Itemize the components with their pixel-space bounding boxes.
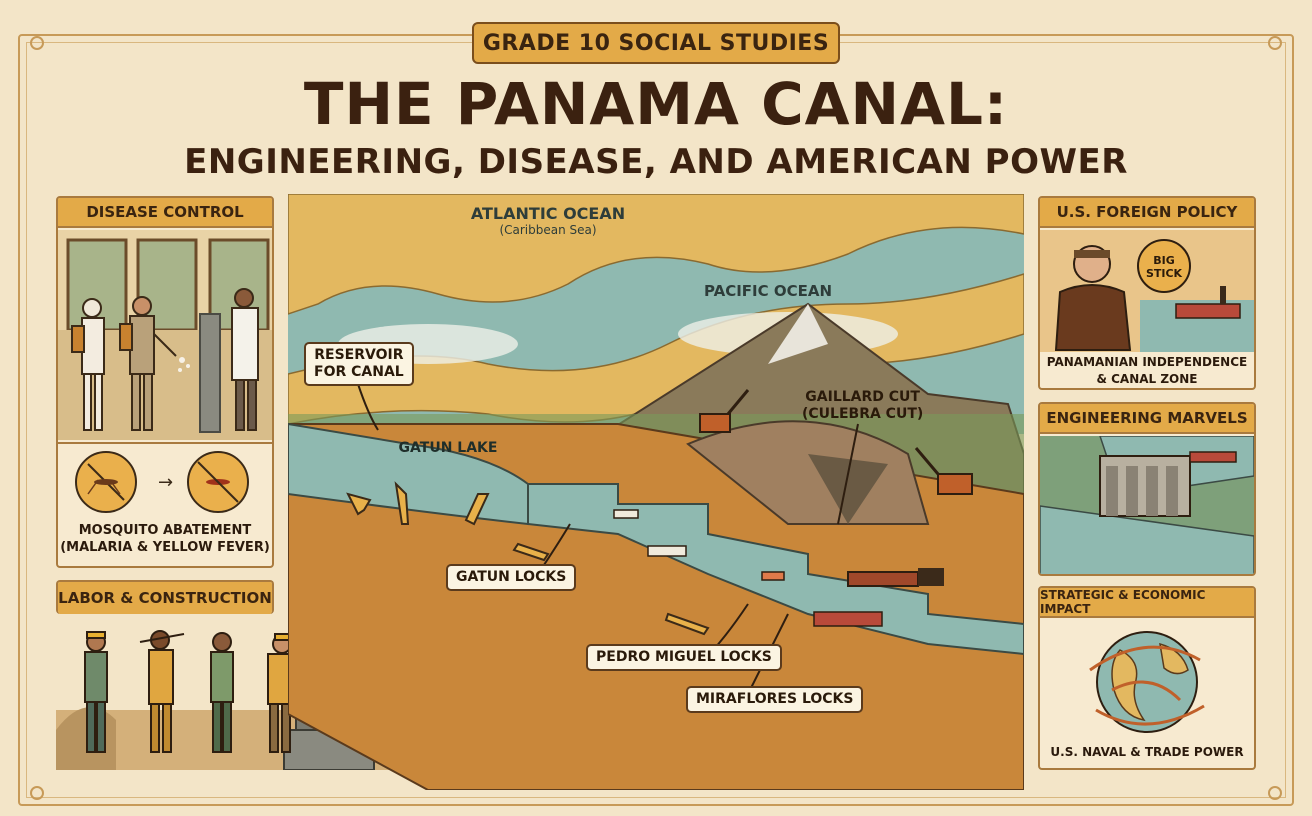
gatun-lake-label: GATUN LAKE	[398, 440, 498, 456]
strategic-caption: U.S. NAVAL & TRADE POWER	[1050, 745, 1244, 759]
dam-icon	[1099, 455, 1191, 517]
train-icon	[847, 568, 944, 587]
worker-figure	[71, 298, 105, 431]
reservoir-label-line2: FOR CANAL	[314, 364, 404, 380]
foreign-policy-caption: PANAMANIAN INDEPENDENCE & CANAL ZONE	[1040, 354, 1254, 388]
worker-figure	[210, 632, 234, 753]
roosevelt-big-stick-illustration: BIG STICK	[1040, 230, 1254, 352]
gaillard-cut-label: GAILLARD CUT (CULEBRA CUT)	[794, 386, 931, 426]
disease-control-title: DISEASE CONTROL	[58, 198, 272, 228]
frame-corner-ornament	[1268, 36, 1282, 50]
mosquito-caption-line1: MOSQUITO ABATEMENT	[78, 523, 252, 538]
big-stick-line2: STICK	[1146, 267, 1183, 280]
ship-icon	[1189, 451, 1237, 463]
canal-cross-section-map: ATLANTIC OCEAN (Caribbean Sea) PACIFIC O…	[288, 194, 1024, 790]
frame-corner-ornament	[1268, 786, 1282, 800]
mosquito-icon	[75, 451, 137, 513]
canal-map-illustration	[288, 194, 1024, 790]
worker-figure	[119, 296, 177, 431]
no-mosquito-icon	[187, 451, 249, 513]
ship-icon	[613, 509, 639, 519]
worker-figure	[139, 630, 185, 753]
ship-icon	[761, 571, 785, 581]
spillway-dam-illustration	[1040, 436, 1254, 574]
steam-shovel-icon	[699, 389, 750, 433]
miraflores-locks-label: MIRAFLORES LOCKS	[686, 686, 864, 713]
ship-icon	[813, 611, 883, 627]
strategic-impact-panel: STRATEGIC & ECONOMIC IMPACT U.S. NAVAL &…	[1038, 586, 1256, 770]
foreign-policy-panel: U.S. FOREIGN POLICY BIG STICK PANAMANIAN…	[1038, 196, 1256, 390]
person-figure	[1054, 245, 1132, 351]
spray-mist	[178, 357, 190, 372]
gatun-locks-label: GATUN LOCKS	[446, 564, 577, 591]
pacific-ocean-label: PACIFIC OCEAN	[703, 282, 833, 300]
engineering-marvels-panel: ENGINEERING MARVELS	[1038, 402, 1256, 576]
strategic-impact-title: STRATEGIC & ECONOMIC IMPACT	[1040, 588, 1254, 618]
divider	[58, 442, 272, 444]
fumigation-workers-illustration	[58, 230, 272, 440]
atlantic-ocean-label: ATLANTIC OCEAN (Caribbean Sea)	[428, 204, 668, 237]
frame-corner-ornament	[30, 786, 44, 800]
steam-shovel-icon	[914, 447, 973, 495]
grade-banner: GRADE 10 SOCIAL STUDIES	[472, 22, 840, 64]
foreign-policy-caption-line2: & CANAL ZONE	[1096, 372, 1198, 386]
page-title: THE PANAMA CANAL:	[303, 70, 1009, 138]
foreign-policy-title: U.S. FOREIGN POLICY	[1040, 198, 1254, 228]
reservoir-label-line1: RESERVOIR	[314, 347, 404, 363]
big-stick-line1: BIG	[1153, 254, 1175, 267]
reservoir-label: RESERVOIR FOR CANAL	[304, 342, 414, 386]
mosquito-caption-line2: (MALARIA & YELLOW FEVER)	[60, 540, 270, 555]
globe-trade-illustration	[1089, 631, 1205, 733]
ship-icon	[1175, 286, 1241, 319]
doctor-figure	[231, 288, 259, 431]
engineering-marvels-title: ENGINEERING MARVELS	[1040, 404, 1254, 434]
gaillard-cut-line1: GAILLARD CUT	[805, 389, 920, 405]
pedro-miguel-locks-label: PEDRO MIGUEL LOCKS	[586, 644, 782, 671]
labor-construction-panel: LABOR & CONSTRUCTION	[56, 580, 274, 614]
worker-figure	[84, 631, 108, 753]
atlantic-ocean-name: ATLANTIC OCEAN	[470, 204, 626, 223]
labor-construction-title: LABOR & CONSTRUCTION	[58, 582, 272, 614]
water-flow-arrows	[346, 481, 710, 636]
disease-control-panel: DISEASE CONTROL	[56, 196, 274, 568]
frame-corner-ornament	[30, 36, 44, 50]
page-subtitle: ENGINEERING, DISEASE, AND AMERICAN POWER	[184, 142, 1128, 182]
mosquito-abatement-icons: →	[75, 451, 249, 513]
big-stick-badge: BIG STICK	[1137, 239, 1191, 293]
ship-icon	[647, 545, 687, 557]
foreign-policy-caption-line1: PANAMANIAN INDEPENDENCE	[1046, 355, 1248, 369]
gaillard-cut-line2: (CULEBRA CUT)	[802, 406, 924, 422]
atlantic-ocean-sub: (Caribbean Sea)	[499, 223, 597, 237]
mosquito-caption: MOSQUITO ABATEMENT (MALARIA & YELLOW FEV…	[58, 522, 272, 556]
arrow-right-icon: →	[158, 472, 173, 493]
trade-route-arrows	[1089, 645, 1205, 726]
